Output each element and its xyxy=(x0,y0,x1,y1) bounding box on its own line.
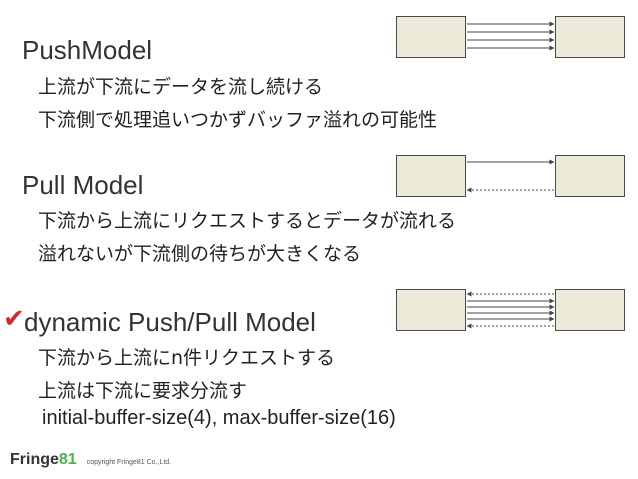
logo-number: 81 xyxy=(58,451,77,468)
copyright-text: copyright Fringe81 Co.,Ltd. xyxy=(86,458,172,466)
downstream-box-push xyxy=(555,16,625,58)
checkmark-icon: ✔ xyxy=(3,304,25,334)
dynamic-line-3: initial-buffer-size(4), max-buffer-size(… xyxy=(42,407,396,429)
downstream-box-dynamic xyxy=(555,289,625,331)
dynamic-arrows xyxy=(466,291,555,329)
section-title-dynamic: dynamic Push/Pull Model xyxy=(24,307,316,337)
dynamic-line-2: 上流は下流に要求分流す xyxy=(38,380,248,402)
pull-arrows xyxy=(466,159,555,193)
push-line-2: 下流側で処理追いつかずバッファ溢れの可能性 xyxy=(38,109,438,131)
push-line-1: 上流が下流にデータを流し続ける xyxy=(38,76,324,98)
downstream-box-pull xyxy=(555,155,625,197)
pull-line-1: 下流から上流にリクエストするとデータが流れる xyxy=(38,210,457,232)
upstream-box-pull xyxy=(396,155,466,197)
logo-text: Fringe xyxy=(10,451,59,468)
section-title-pull: Pull Model xyxy=(22,170,144,200)
dynamic-line-1: 下流から上流にn件リクエストする xyxy=(38,347,336,369)
pull-line-2: 溢れないが下流側の待ちが大きくなる xyxy=(38,243,362,265)
upstream-box-push xyxy=(396,16,466,58)
upstream-box-dynamic xyxy=(396,289,466,331)
push-arrows xyxy=(467,21,555,51)
section-title-push: PushModel xyxy=(22,35,153,65)
